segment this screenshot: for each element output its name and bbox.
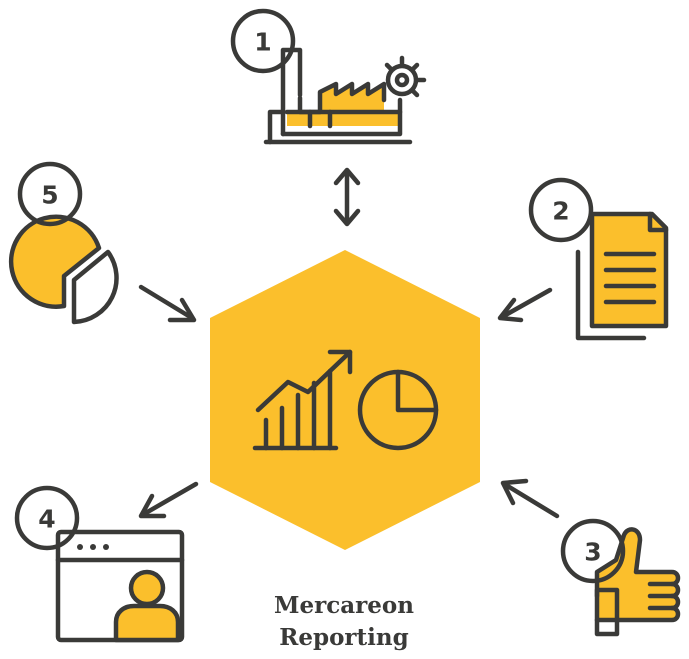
center-hexagon bbox=[210, 250, 480, 550]
step-5-number: 5 bbox=[41, 181, 58, 210]
center-title: Mercareon Reporting bbox=[229, 590, 459, 654]
step-3-number: 3 bbox=[584, 538, 601, 567]
arrow-step-3-to-center bbox=[500, 478, 560, 519]
arrow-step-4-from-center bbox=[138, 481, 199, 519]
step-3-number-badge: 3 bbox=[560, 518, 626, 584]
step-3-thumbs-up-icon bbox=[594, 527, 681, 637]
step-2-number: 2 bbox=[552, 197, 569, 226]
step-4-browser-user-icon bbox=[55, 529, 185, 643]
step-4-number: 4 bbox=[38, 505, 55, 534]
center-title-line-2: Reporting bbox=[279, 624, 409, 651]
arrow-step-2-to-center bbox=[497, 287, 553, 323]
step-1-factory-icon bbox=[263, 47, 427, 145]
arrow-step-5-to-center bbox=[138, 284, 197, 323]
step-2-number-badge: 2 bbox=[528, 177, 594, 243]
chart-and-pie-icon bbox=[252, 349, 439, 451]
step-2-documents-icon bbox=[575, 211, 669, 341]
center-title-line-1: Mercareon bbox=[274, 592, 414, 619]
step-5-pie-chart-icon bbox=[8, 214, 119, 325]
step-1-number-badge: 1 bbox=[230, 8, 296, 74]
step-1-number: 1 bbox=[254, 28, 271, 57]
step-5-number-badge: 5 bbox=[17, 161, 83, 227]
step-4-number-badge: 4 bbox=[14, 485, 80, 551]
arrow-step-1-bidirectional bbox=[333, 167, 361, 227]
